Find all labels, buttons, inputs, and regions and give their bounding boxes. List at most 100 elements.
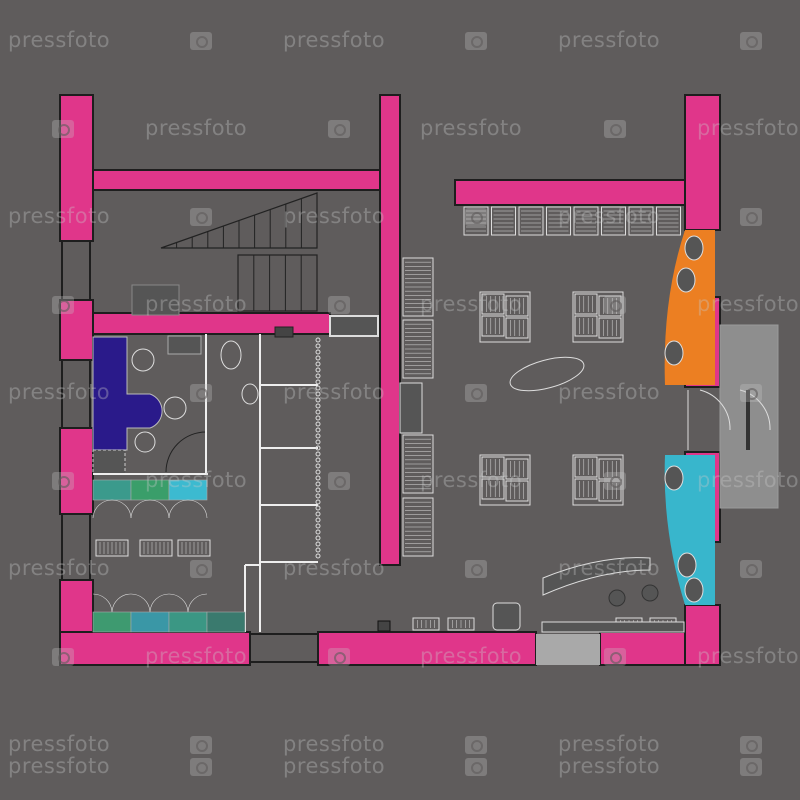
clothing-rack <box>598 480 622 502</box>
mannequins <box>664 235 704 603</box>
curtain <box>315 541 321 547</box>
curtain <box>315 427 321 433</box>
curtain <box>315 385 321 391</box>
clothing-rack <box>402 434 434 494</box>
staircase <box>160 192 318 312</box>
entrance-bottom <box>536 634 600 665</box>
clothing-rack <box>546 206 571 236</box>
wall-left-upper <box>59 94 94 242</box>
locker-door-swing <box>168 593 208 613</box>
curtain <box>315 397 321 403</box>
sink-icon <box>241 383 259 405</box>
curtain <box>315 475 321 481</box>
display-island <box>572 291 624 343</box>
office-door-swing <box>165 431 207 473</box>
locker-door-swing <box>168 499 208 519</box>
curtain <box>315 379 321 385</box>
window-left-1 <box>61 240 91 301</box>
center-display-table <box>509 356 585 392</box>
locker <box>92 611 132 633</box>
locker-door-swing <box>92 499 132 519</box>
curtain <box>315 367 321 373</box>
wall-bottom-left <box>59 631 251 666</box>
display-island <box>479 454 531 506</box>
vent-box <box>329 315 379 337</box>
curtain <box>315 457 321 463</box>
window-display-cyan <box>664 455 715 605</box>
doors-entrance <box>687 389 771 450</box>
clothing-rack <box>491 206 516 236</box>
clothing-rack <box>463 206 489 236</box>
curtain <box>315 493 321 499</box>
clothing-rack <box>628 206 654 236</box>
locker-door-swing <box>92 593 132 613</box>
clothing-rack <box>412 617 440 631</box>
wall-top-right <box>454 179 721 206</box>
locker <box>130 611 170 633</box>
wall-right-low <box>684 604 721 666</box>
clothing-rack <box>574 293 598 315</box>
locker <box>168 479 208 501</box>
curtain <box>315 463 321 469</box>
clothing-rack <box>402 257 434 317</box>
clothing-rack <box>573 206 599 236</box>
locker-door-swing <box>130 593 170 613</box>
clothing-rack <box>505 317 529 339</box>
column-box <box>377 620 391 632</box>
curtain <box>315 523 321 529</box>
display-island <box>479 291 531 343</box>
cabinet <box>92 449 126 475</box>
curtain <box>315 403 321 409</box>
clothing-rack <box>598 458 622 480</box>
toilet-icon <box>220 340 242 370</box>
clothing-rack <box>139 539 173 557</box>
clothing-rack <box>402 497 434 557</box>
curtain <box>315 553 321 559</box>
reception-desk <box>92 336 163 451</box>
clothing-rack <box>574 456 598 478</box>
clothing-rack <box>505 295 529 317</box>
curtain <box>315 529 321 535</box>
clothing-rack <box>598 295 622 317</box>
curtain <box>315 337 321 343</box>
storage-box <box>131 284 180 316</box>
locker <box>206 611 246 633</box>
wall-middle-column <box>379 94 401 566</box>
clothing-rack <box>481 293 505 315</box>
clothing-rack <box>505 480 529 502</box>
curtain <box>315 505 321 511</box>
clothing-rack <box>574 478 598 500</box>
curtain <box>315 421 321 427</box>
window-left-2 <box>61 359 91 429</box>
curtain <box>315 535 321 541</box>
office-cabinet <box>167 335 202 355</box>
clothing-rack <box>601 206 626 236</box>
locker <box>92 479 132 501</box>
clothing-rack <box>598 317 622 339</box>
curtain <box>315 439 321 445</box>
curtain <box>315 469 321 475</box>
counter-shelf <box>541 621 685 633</box>
clothing-rack <box>177 539 211 557</box>
wall-bottom-mid <box>317 631 537 666</box>
toilet-walls <box>93 334 318 632</box>
wall-bottom-door <box>249 633 319 663</box>
clothing-rack <box>402 319 434 379</box>
wall-top-horizontal <box>92 169 381 191</box>
stool <box>641 584 659 602</box>
curtain <box>315 517 321 523</box>
wall-left-mid <box>59 299 94 361</box>
clothing-rack <box>481 478 505 500</box>
curtain <box>315 361 321 367</box>
curtain <box>315 415 321 421</box>
clothing-rack <box>505 458 529 480</box>
curtain <box>315 487 321 493</box>
clothing-rack <box>95 539 129 557</box>
meter-box <box>274 326 294 338</box>
curtain <box>315 391 321 397</box>
curtain <box>315 343 321 349</box>
curtain <box>315 349 321 355</box>
curtain <box>315 409 321 415</box>
